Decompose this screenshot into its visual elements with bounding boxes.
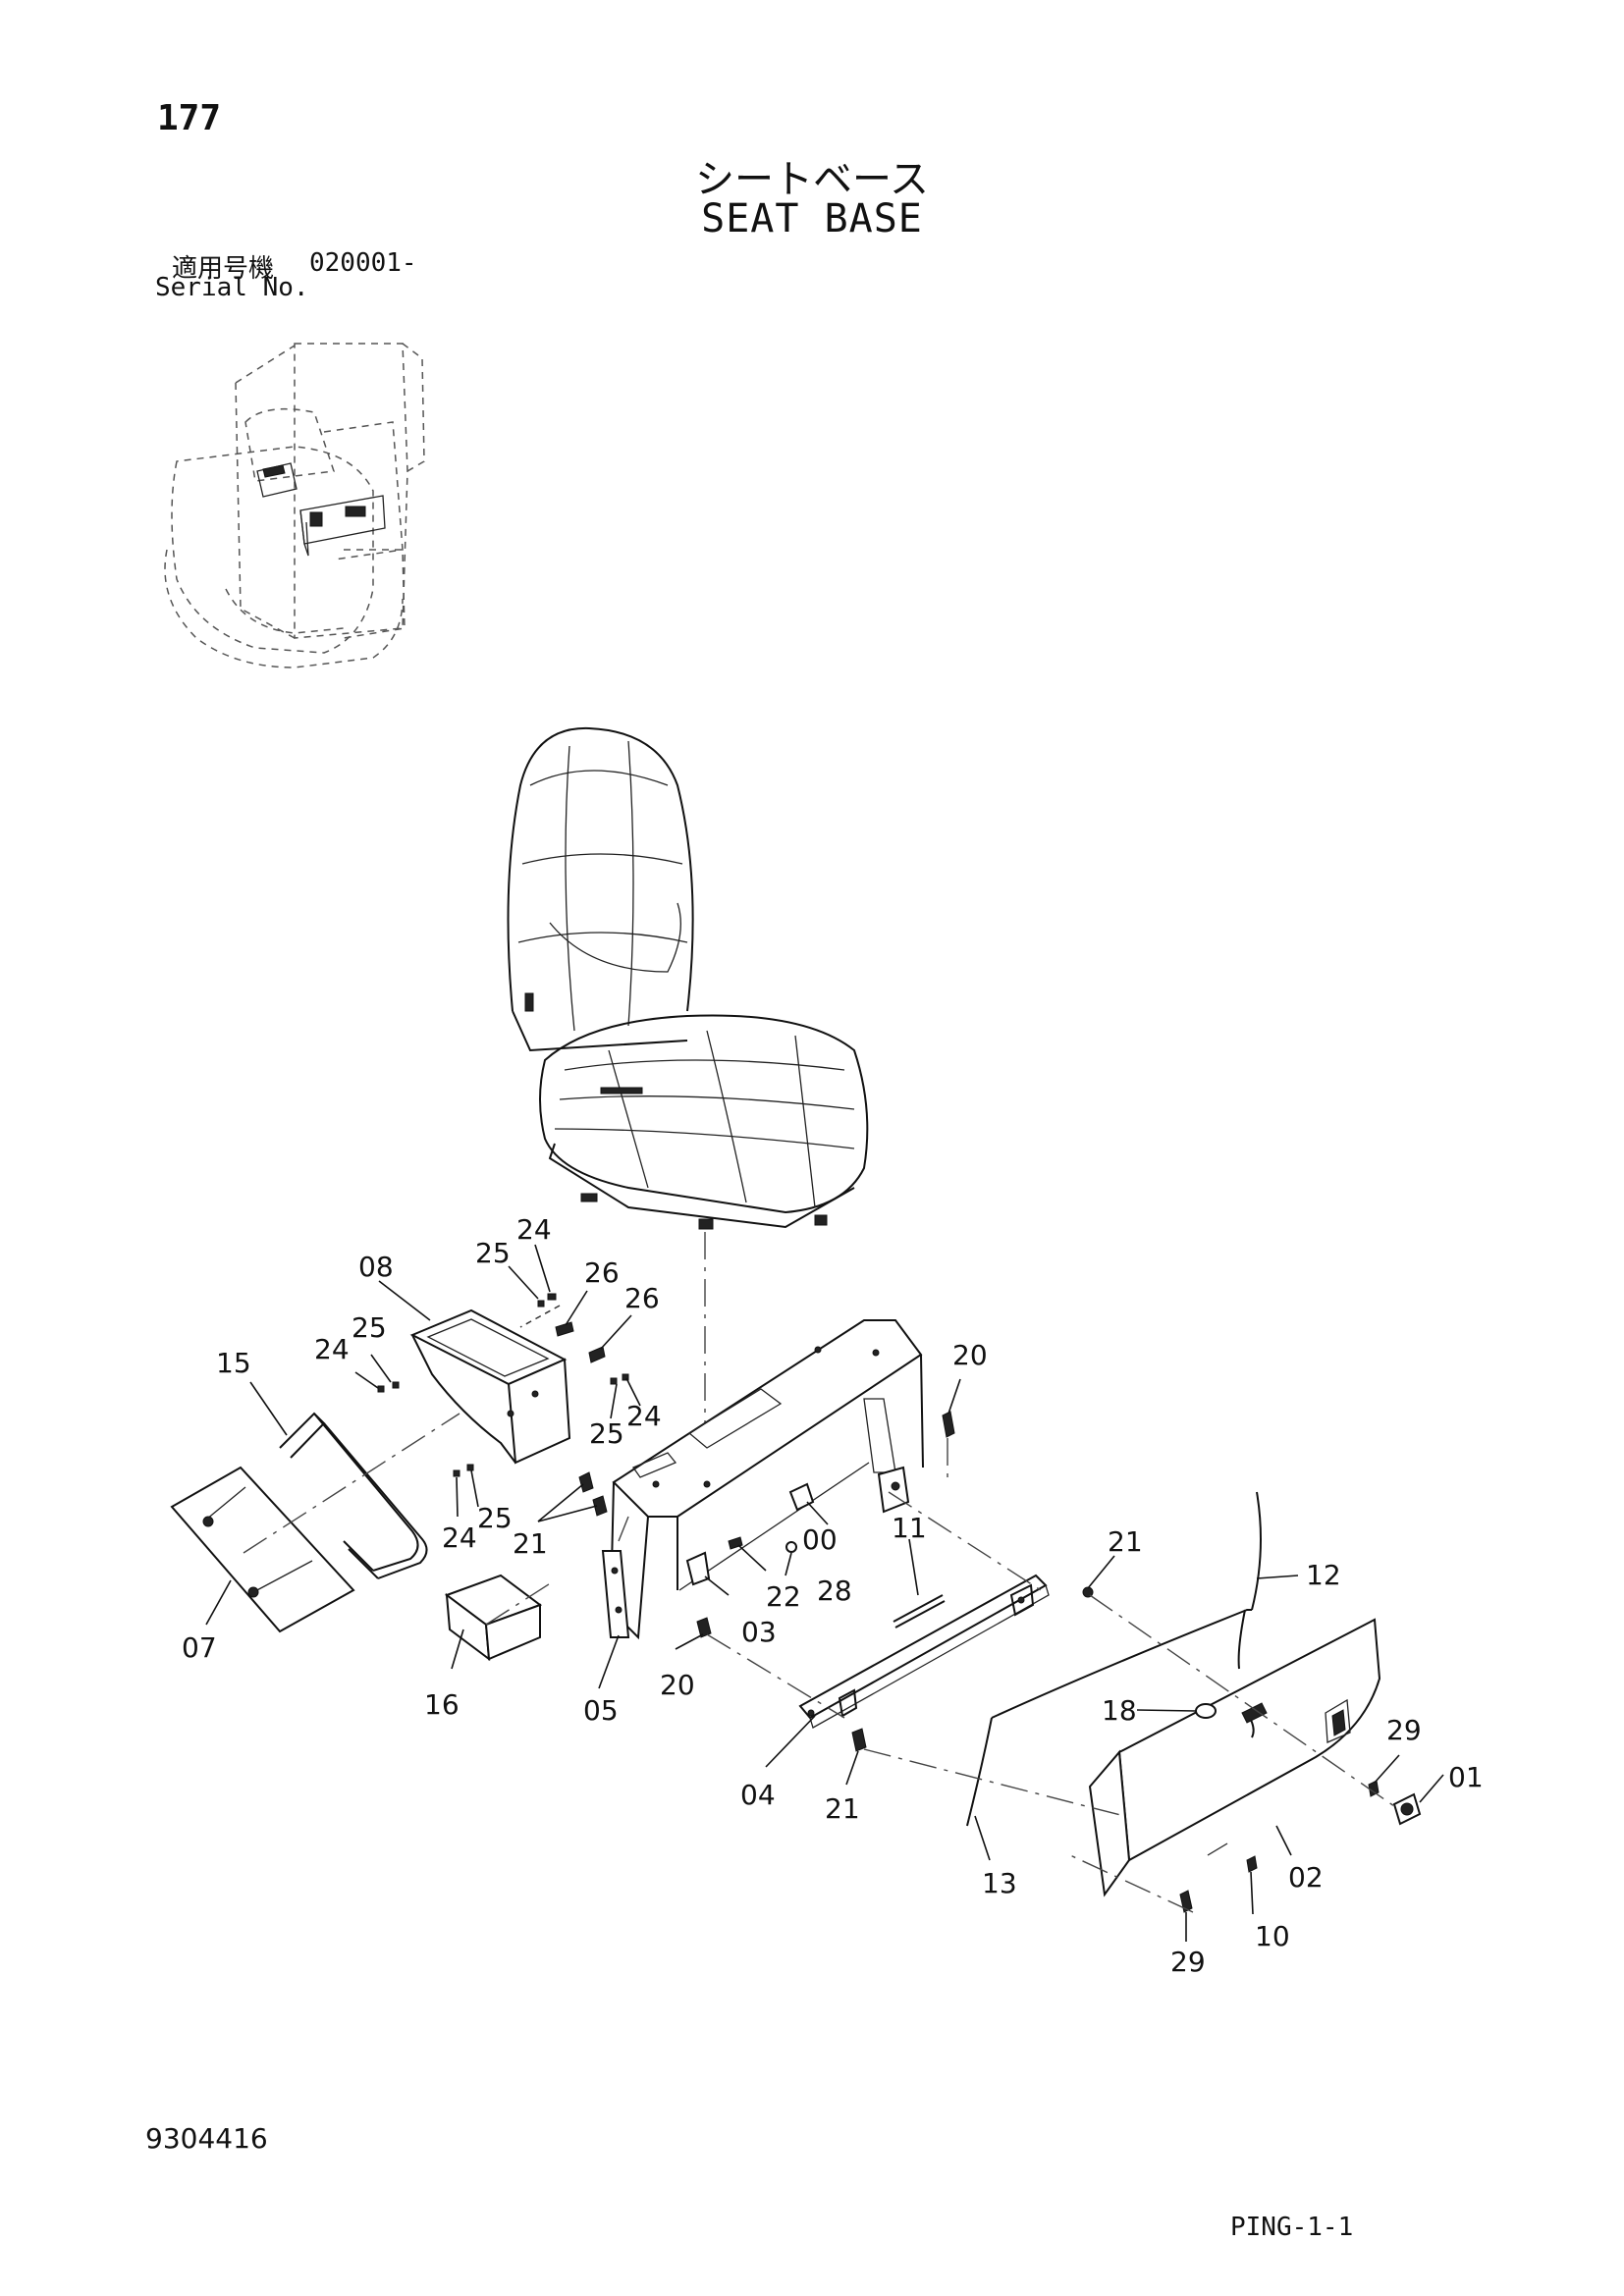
title-japanese: シートベース bbox=[695, 157, 929, 202]
callout-labels: 24 25 08 26 26 25 24 15 20 25 24 24 25 2… bbox=[182, 1213, 1484, 1978]
callout-25: 25 bbox=[352, 1311, 387, 1344]
callout-05: 05 bbox=[583, 1694, 619, 1727]
callout-24: 24 bbox=[442, 1522, 477, 1554]
callout-24: 24 bbox=[314, 1333, 350, 1365]
callout-26: 26 bbox=[584, 1256, 620, 1289]
serial-label-english: Serial No. bbox=[155, 273, 309, 302]
operator-seat bbox=[507, 726, 869, 1230]
callout-16: 16 bbox=[424, 1688, 460, 1721]
callout-20: 20 bbox=[660, 1669, 695, 1701]
serial-value: 020001- bbox=[309, 248, 417, 278]
callout-22: 22 bbox=[766, 1580, 801, 1613]
title-english: SEAT BASE bbox=[701, 196, 923, 241]
retaining-rod bbox=[279, 1412, 428, 1579]
callout-10: 10 bbox=[1255, 1920, 1290, 1952]
callout-25: 25 bbox=[475, 1237, 511, 1269]
callout-08: 08 bbox=[358, 1251, 394, 1283]
callout-21: 21 bbox=[513, 1527, 548, 1560]
callout-24: 24 bbox=[516, 1213, 552, 1246]
callout-12: 12 bbox=[1306, 1559, 1341, 1591]
assembly-lines bbox=[243, 1305, 1395, 1913]
callout-21: 21 bbox=[825, 1792, 860, 1825]
callout-07: 07 bbox=[182, 1631, 217, 1664]
callout-03: 03 bbox=[741, 1616, 777, 1648]
callout-11: 11 bbox=[892, 1512, 927, 1544]
storage-tray bbox=[409, 1308, 571, 1465]
callout-26: 26 bbox=[624, 1282, 660, 1314]
floor-plate bbox=[170, 1466, 355, 1633]
reference-code: PING-1-1 bbox=[1230, 2213, 1354, 2242]
callout-20: 20 bbox=[952, 1339, 988, 1371]
callout-04: 04 bbox=[740, 1779, 776, 1811]
front-cover-panel bbox=[1088, 1618, 1381, 1897]
flexible-flap-upper bbox=[966, 1491, 1262, 1827]
fasteners bbox=[377, 1293, 1422, 1913]
callout-01: 01 bbox=[1448, 1761, 1484, 1793]
callout-29: 29 bbox=[1386, 1714, 1422, 1746]
callout-25: 25 bbox=[477, 1502, 513, 1534]
callout-02: 02 bbox=[1288, 1861, 1324, 1894]
callout-24: 24 bbox=[626, 1400, 662, 1432]
callout-21: 21 bbox=[1108, 1525, 1143, 1558]
seat-base-frame bbox=[601, 1319, 924, 1640]
callout-18: 18 bbox=[1102, 1694, 1137, 1727]
callout-25: 25 bbox=[589, 1417, 624, 1450]
callout-28: 28 bbox=[817, 1575, 852, 1607]
callout-15: 15 bbox=[216, 1347, 251, 1379]
callout-29: 29 bbox=[1170, 1946, 1206, 1978]
page-number: 177 bbox=[157, 98, 222, 138]
leader-lines bbox=[205, 1244, 1444, 1942]
callout-13: 13 bbox=[982, 1867, 1017, 1899]
callout-00: 00 bbox=[802, 1523, 838, 1556]
locator-inset-cab bbox=[164, 343, 425, 668]
document-number: 9304416 bbox=[145, 2122, 268, 2155]
seat-slide-rail bbox=[798, 1574, 1050, 1729]
serial-label-japanese: 適用号機 bbox=[172, 254, 275, 284]
rubber-block bbox=[444, 1574, 543, 1662]
rod-11 bbox=[893, 1594, 946, 1629]
